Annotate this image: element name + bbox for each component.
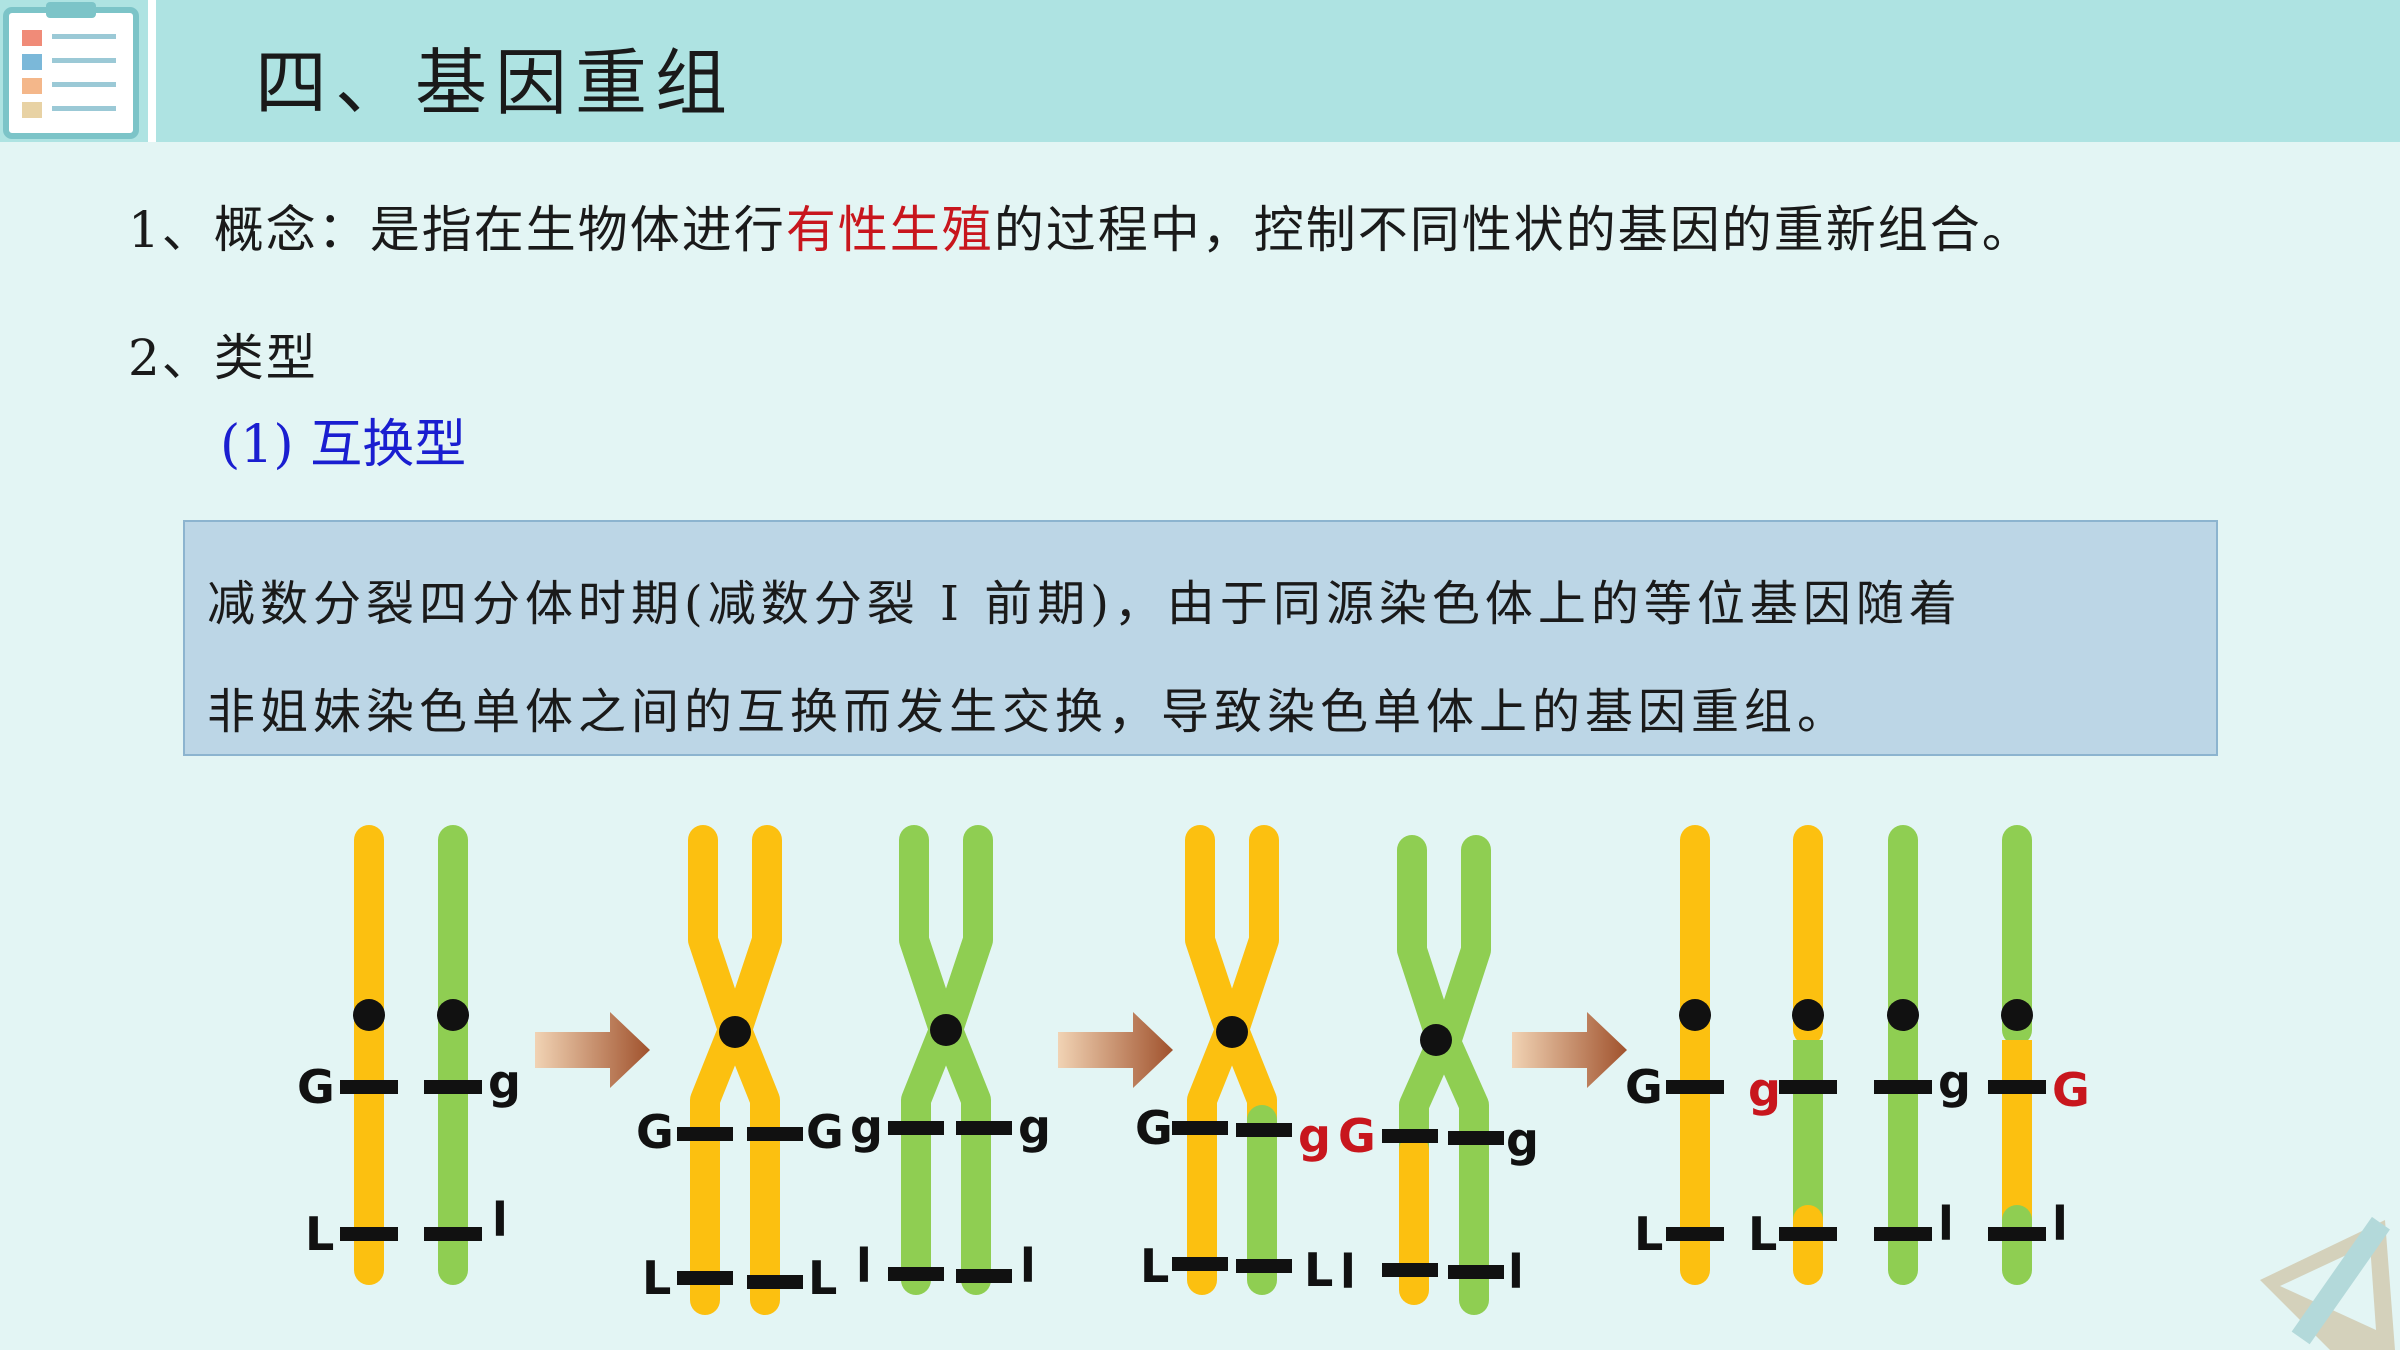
allele-label: G [636,1105,674,1159]
allele-label: l [1938,1197,1954,1251]
description-line-1: 减数分裂四分体时期(减数分裂 Ⅰ 前期)，由于同源染色体上的等位基因随着 [207,576,1962,632]
arrow-right-icon [1058,1012,1173,1088]
allele-label: L [305,1207,334,1261]
concept-suffix: 的过程中，控制不同性状的基因的重新组合。 [993,201,2034,259]
crossing-over-diagram: G g L l G G g g L L l l [297,825,2395,1350]
allele-label: l [492,1193,508,1247]
allele-label: l [1020,1239,1036,1293]
description-line-2: 非姐妹染色单体之间的互换而发生交换，导致染色单体上的基因重组。 [207,684,1851,740]
allele-label: L [808,1251,837,1305]
allele-label: L [642,1251,671,1305]
allele-label: l [1340,1245,1356,1299]
concept-line: 1、概念：是指在生物体进行有性生殖的过程中，控制不同性状的基因的重新组合。 [128,190,2034,262]
allele-label: L [1748,1207,1777,1261]
allele-label: L [1634,1207,1663,1261]
ruler-triangle-icon [2260,1216,2395,1350]
clipboard-list-icon [3,2,139,139]
concept-highlight: 有性生殖 [785,201,994,259]
allele-label: g [1018,1100,1051,1154]
stage-4: G g g G L L l l [1625,825,2090,1285]
allele-label: G [806,1105,844,1159]
allele-label: g [1938,1055,1971,1109]
types-heading: 2、类型 [128,329,318,387]
allele-label: g [488,1055,521,1109]
centromere [1792,999,1824,1031]
centromere [437,999,469,1031]
stage-1: G g L l [297,825,521,1285]
allele-label: L [1140,1239,1169,1293]
subtype-heading: (1) 互换型 [220,415,467,475]
allele-label-recombinant: G [1338,1109,1376,1163]
centromere [930,1014,962,1046]
centromere [1216,1016,1248,1048]
centromere [2001,999,2033,1031]
centromere [719,1016,751,1048]
allele-label: l [1508,1245,1524,1299]
centromere [1420,1024,1452,1056]
allele-label: l [856,1239,872,1293]
page-title: 四、基因重组 [255,41,736,125]
allele-label-recombinant: g [1748,1063,1781,1117]
arrow-right-icon [1512,1012,1627,1088]
description-box: 减数分裂四分体时期(减数分裂 Ⅰ 前期)，由于同源染色体上的等位基因随着 非姐妹… [183,520,2218,756]
allele-label: G [1135,1101,1173,1155]
concept-prefix: 1、概念：是指在生物体进行 [128,201,786,259]
header-bar [0,0,2400,142]
allele-label: G [297,1060,335,1114]
allele-label: L [1304,1243,1333,1297]
allele-label: G [1625,1060,1663,1114]
stage-3: G g G g L L l l [1135,825,1539,1315]
allele-label: g [850,1100,883,1154]
centromere [353,999,385,1031]
allele-label-recombinant: g [1298,1109,1331,1163]
stage-2: G G g g L L l l [636,825,1051,1315]
allele-label-recombinant: G [2052,1063,2090,1117]
header-divider [148,0,156,142]
arrow-right-icon [535,1012,650,1088]
centromere [1887,999,1919,1031]
allele-label: g [1506,1113,1539,1167]
centromere [1679,999,1711,1031]
allele-label: l [2052,1197,2068,1251]
